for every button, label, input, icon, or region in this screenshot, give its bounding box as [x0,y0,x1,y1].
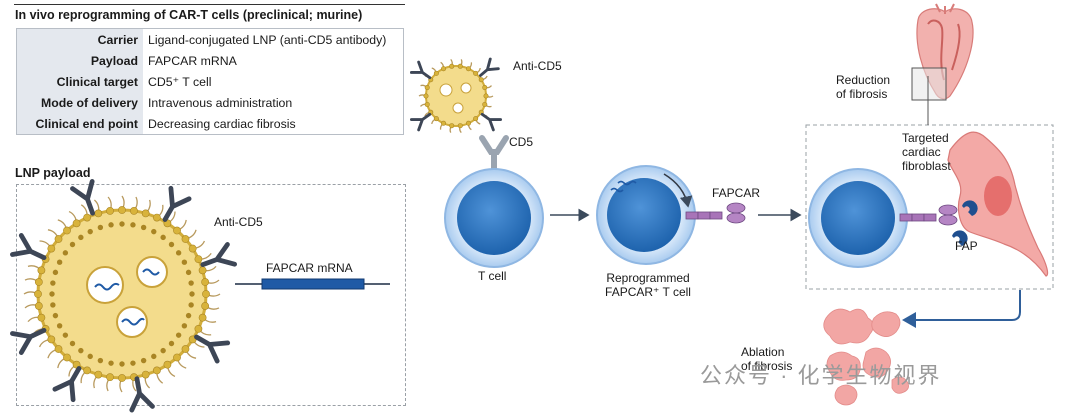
lnp-antibody-label: Anti-CD5 [214,215,263,229]
fapcar-label: FAPCAR [712,186,761,200]
watermark: 公众号 · 化学生物视界 [700,363,942,388]
lnp-payload-box [16,184,406,406]
clinical-target-value: CD5⁺ T cell [143,71,392,92]
clinical-end-point-key: Clinical end point [17,113,143,134]
carrier-value: Ligand-conjugated LNP (anti-CD5 antibody… [143,29,392,50]
reduction-label: Reduction of fibrosis [836,73,891,102]
ablation-label-line1: Ablation [741,345,785,359]
lnp-particle-small [409,57,503,134]
ablation-arrow-icon [902,290,1021,328]
vesicle [86,266,124,304]
table-row: Mode of delivery Intravenous administrat… [17,92,392,113]
table-row: Clinical end point Decreasing cardiac fi… [17,113,392,134]
section-title: In vivo reprogramming of CAR-T cells (pr… [15,8,363,22]
mode-of-delivery-key: Mode of delivery [17,92,143,113]
cd5-receptor [479,135,509,172]
info-table: Carrier Ligand-conjugated LNP (anti-CD5 … [16,28,404,135]
fapcar-mrna-segment [261,278,365,290]
mrna-strand [121,317,145,326]
fap-icon [952,230,968,246]
fibroblast-label-line1: Targeted [902,131,949,145]
vesicle [116,306,148,338]
reprogrammed-label-line2: FAPCAR⁺ T cell [605,284,691,299]
lnp-particle-large [10,179,237,413]
fapcar-mrna-label: FAPCAR mRNA [266,261,353,275]
reprogrammed-label-line1: Reprogrammed [606,271,690,285]
targeting-box [805,124,1054,290]
ablation-label: Ablation of fibrosis [741,345,793,374]
lnp-payload-title: LNP payload [15,166,91,180]
carrier-key: Carrier [17,29,143,50]
fap-icon [962,200,978,216]
mode-of-delivery-value: Intravenous administration [143,92,392,113]
table-row: Payload FAPCAR mRNA [17,50,392,71]
cd5-label: CD5 [509,135,534,149]
clinical-end-point-value: Decreasing cardiac fibrosis [143,113,392,134]
payload-value: FAPCAR mRNA [143,50,392,71]
mrna-strand [142,268,160,276]
clinical-target-key: Clinical target [17,71,143,92]
t-cell-label: T cell [478,269,507,283]
fibroblast-label-line2: cardiac [902,144,941,159]
payload-key: Payload [17,50,143,71]
t-cell [444,168,544,268]
zoom-box [911,67,947,101]
fap-label: FAP [955,239,978,253]
ablation-label-line2: of fibrosis [741,358,793,373]
reprogrammed-label: Reprogrammed FAPCAR⁺ T cell [598,271,698,300]
reprogrammed-t-cell [596,165,746,265]
fibroblast-label-line3: fibroblast [902,158,951,173]
reduction-label-line2: of fibrosis [836,86,888,101]
mrna-strand [94,282,120,291]
table-row: Carrier Ligand-conjugated LNP (anti-CD5 … [17,29,392,50]
top-rule [14,4,405,5]
ablated-fibrosis-fragments [823,308,909,406]
reduction-label-line1: Reduction [836,73,891,87]
anti-cd5-label: Anti-CD5 [513,59,562,73]
engaged-t-cell [808,168,958,268]
table-row: Clinical target CD5⁺ T cell [17,71,392,92]
fibroblast-nucleus [984,176,1012,216]
fibroblast-label: Targeted cardiac fibroblast [902,131,951,173]
